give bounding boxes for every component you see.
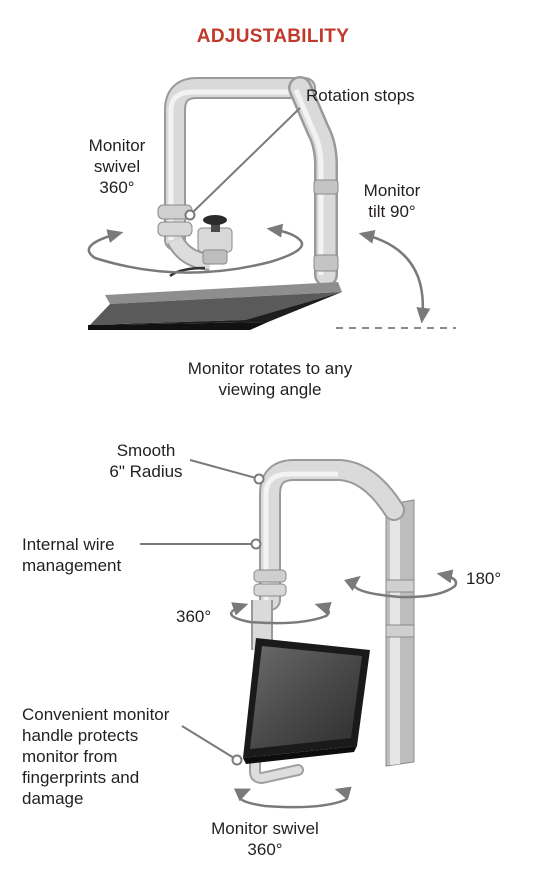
tilt-line-2: tilt 90° [368,202,416,221]
swivel-bottom-line-1: Monitor swivel [211,819,319,838]
label-rotation-stops: Rotation stops [306,86,415,105]
rotate-180-arrow [344,569,458,599]
radius-pointer [189,459,257,479]
label-monitor-swivel-bottom: Monitor swivel 360° [190,818,340,860]
handle-line-2: handle protects [22,726,139,745]
handle-line-4: fingerprints and [22,768,140,787]
caption-line-1: Monitor rotates to any [187,359,353,378]
handle-dot [231,754,243,766]
label-monitor-swivel-top: Monitor swivel 360° [62,135,172,198]
top-monitor [88,282,342,330]
label-internal-wire: Internal wire management [22,534,121,576]
page-title: ADJUSTABILITY [196,26,350,47]
bottom-swivel-arrow [233,786,352,809]
swivel-top-line-1: Monitor [88,136,146,155]
radius-line-2: 6" Radius [109,462,183,481]
wire-line-1: Internal wire [22,535,115,554]
caption-monitor-rotates: Monitor rotates to any viewing angle [150,358,390,400]
rotate-360-arrow [230,601,332,625]
handle-line-3: monitor from [22,747,118,766]
label-monitor-tilt: Monitor tilt 90° [347,180,437,222]
handle-line-5: damage [22,789,84,808]
label-convenient-handle: Convenient monitor handle protects monit… [22,704,169,809]
rotation-stops-dot [184,209,196,221]
label-rotate-180: 180° [466,569,502,588]
swivel-bottom-line-2: 360° [247,840,283,859]
handle-pointer [181,725,235,759]
tilt-line-1: Monitor [363,181,421,200]
wire-line-2: management [22,556,122,575]
rotation-stops-pointer [191,107,301,214]
handle-line-1: Convenient monitor [22,705,170,724]
tilt-arrow [358,229,431,324]
radius-line-1: Smooth [116,441,176,460]
label-rotate-360: 360° [176,607,212,626]
swivel-top-line-3: 360° [99,178,135,197]
top-swivel-arrow [87,223,304,274]
top-arm-mount [157,76,339,287]
wire-dot [250,538,262,550]
swivel-top-line-2: swivel [93,157,141,176]
bottom-monitor [243,638,370,764]
label-smooth-radius: Smooth 6" Radius [98,440,194,482]
radius-dot [253,473,265,485]
caption-line-2: viewing angle [218,380,322,399]
